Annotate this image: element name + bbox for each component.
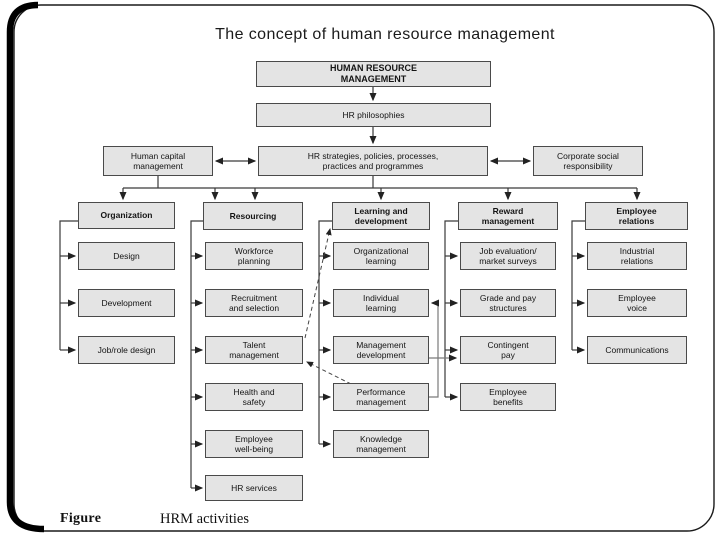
box-performance-management: Performance management [333,383,429,411]
box-human-resource-management: HUMAN RESOURCE MANAGEMENT [256,61,491,87]
box-industrial-relations: Industrial relations [587,242,687,270]
rounded-border [13,4,715,532]
box-job-role-design: Job/role design [78,336,175,364]
box-organizational-learning: Organizational learning [333,242,429,270]
box-workforce-planning: Workforce planning [205,242,303,270]
box-employee-benefits: Employee benefits [460,383,556,411]
box-hr-philosophies: HR philosophies [256,103,491,127]
box-communications: Communications [587,336,687,364]
box-hr-strategies: HR strategies, policies, processes, prac… [258,146,488,176]
figure-caption: HRM activities [160,511,250,527]
box-individual-learning: Individual learning [333,289,429,317]
box-recruitment-and-selection: Recruitment and selection [205,289,303,317]
box-contingent-pay: Contingent pay [460,336,556,364]
box-job-evaluation-market-surveys: Job evaluation/ market surveys [460,242,556,270]
box-talent-management: Talent management [205,336,303,364]
box-grade-and-pay-structures: Grade and pay structures [460,289,556,317]
box-human-capital-management: Human capital management [103,146,213,176]
header-organization: Organization [78,202,175,229]
box-corporate-social-responsibility: Corporate social responsibility [533,146,643,176]
box-hr-services: HR services [205,475,303,501]
left-bracket-bar [6,1,45,533]
figure-label: Figure [60,511,102,526]
slide-title: The concept of human resource management [215,26,555,43]
box-employee-voice: Employee voice [587,289,687,317]
header-learning-and-development: Learning and development [332,202,430,230]
header-reward-management: Reward management [458,202,558,230]
box-design: Design [78,242,175,270]
header-employee-relations: Employee relations [585,202,688,230]
header-resourcing: Resourcing [203,202,303,230]
box-knowledge-management: Knowledge management [333,430,429,458]
box-health-and-safety: Health and safety [205,383,303,411]
box-development: Development [78,289,175,317]
box-management-development: Management development [333,336,429,364]
box-employee-well-being: Employee well-being [205,430,303,458]
